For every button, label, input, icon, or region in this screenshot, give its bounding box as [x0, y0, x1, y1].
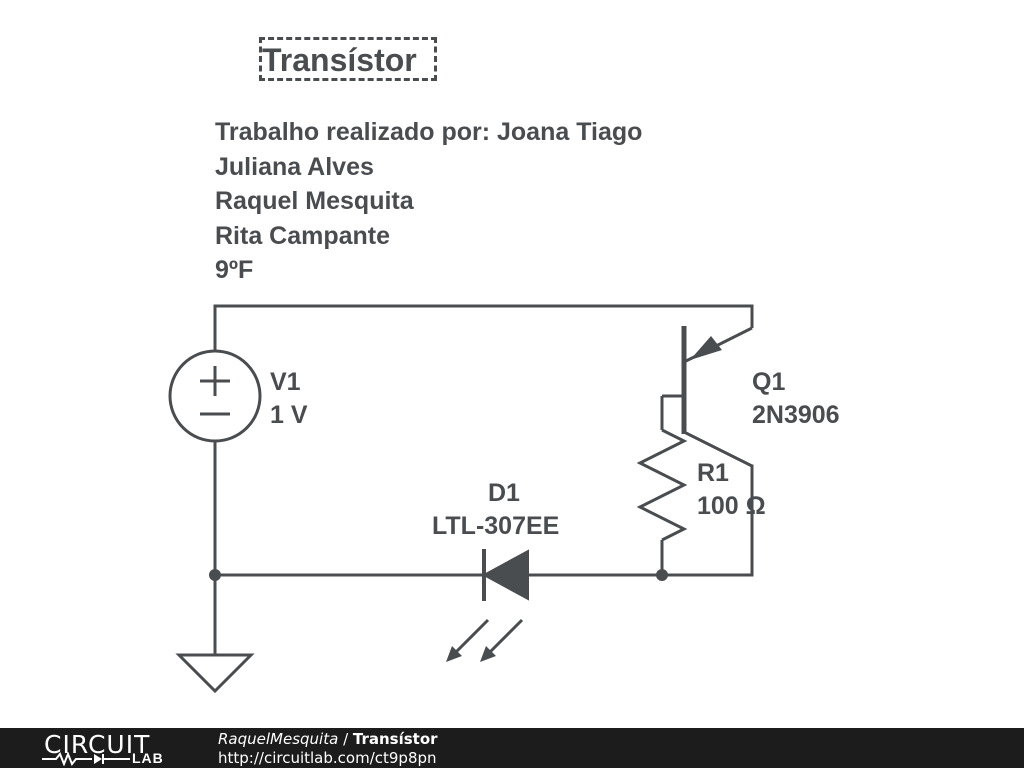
voltage-source-v1[interactable] — [168, 349, 262, 443]
description-line: 9ºF — [215, 256, 254, 285]
circuit-url-link[interactable]: http://circuitlab.com/ct9p8pn — [218, 749, 437, 767]
resistor-wave-icon — [42, 752, 130, 766]
description-line: Raquel Mesquita — [215, 187, 414, 216]
breadcrumb-project[interactable]: Transístor — [352, 730, 438, 748]
v1-value-label: 1 V — [270, 401, 308, 429]
schematic-title: Transístor — [262, 42, 417, 78]
description-line: Rita Campante — [215, 221, 391, 250]
schematic-canvas: Transístor Trabalho realizado por: Joana… — [168, 37, 840, 694]
emitter-arrow-icon — [690, 336, 722, 360]
q1-value-label: 2N3906 — [752, 401, 840, 429]
circuit-diagram — [168, 304, 754, 694]
circuitlab-logo-text[interactable]: CIRCUIT — [44, 730, 151, 759]
breadcrumb-separator: / — [338, 730, 353, 748]
r1-ref-label: R1 — [697, 459, 729, 487]
q1-ref-label: Q1 — [752, 368, 786, 396]
ground-icon[interactable] — [175, 653, 255, 694]
footer-bar: CIRCUIT LAB RaquelMesquita / Transístor … — [0, 728, 1024, 768]
description-block: Trabalho realizado por: Joana Tiago Juli… — [215, 115, 642, 288]
breadcrumb-user-link[interactable]: RaquelMesquita — [218, 730, 339, 748]
resistor-r1[interactable] — [636, 396, 688, 575]
led-d1[interactable] — [446, 549, 529, 662]
r1-value-label: 100 Ω — [697, 492, 766, 520]
d1-value-label: LTL-307EE — [432, 512, 560, 540]
circuitlab-logo-sub: LAB — [132, 750, 164, 766]
d1-ref-label: D1 — [488, 479, 520, 507]
transistor-q1[interactable] — [662, 306, 754, 468]
v1-ref-label: V1 — [270, 368, 301, 396]
breadcrumb: RaquelMesquita / Transístor — [218, 730, 438, 748]
description-line: Juliana Alves — [215, 152, 374, 181]
junction-dot — [209, 569, 221, 581]
title-box — [259, 37, 437, 81]
description-line: Trabalho realizado por: Joana Tiago — [215, 118, 643, 146]
